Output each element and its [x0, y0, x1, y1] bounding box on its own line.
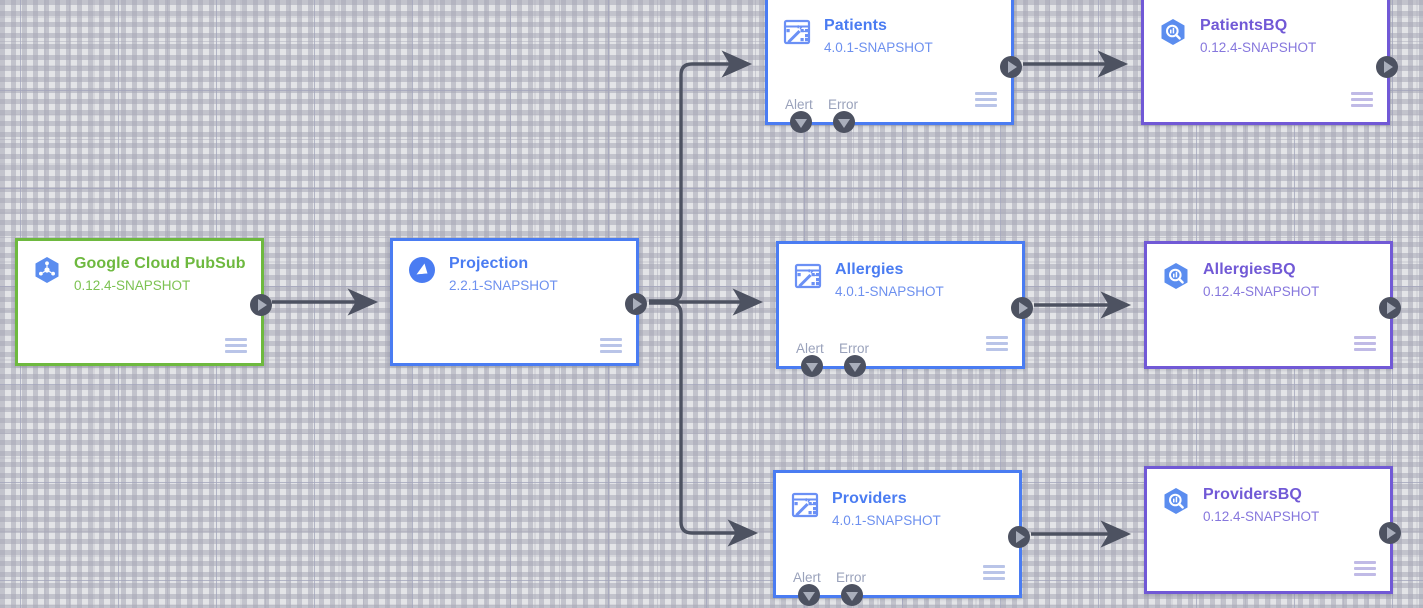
node-text: Patients 4.0.1-SNAPSHOT — [824, 16, 933, 57]
error-port[interactable] — [844, 355, 866, 377]
output-port[interactable] — [1379, 297, 1401, 319]
node-version: 2.2.1-SNAPSHOT — [449, 278, 558, 293]
error-port[interactable] — [833, 111, 855, 133]
node-header: Projection 2.2.1-SNAPSHOT — [393, 241, 636, 295]
node-menu-button[interactable] — [600, 338, 622, 354]
error-port-label: Error — [828, 97, 858, 112]
output-port[interactable] — [1379, 522, 1401, 544]
output-port[interactable] — [1000, 56, 1022, 78]
node-header: Patients 4.0.1-SNAPSHOT — [768, 0, 1011, 57]
wrangler-magic-wand-icon — [782, 17, 812, 47]
node-menu-button[interactable] — [975, 92, 997, 108]
node-text: PatientsBQ 0.12.4-SNAPSHOT — [1200, 16, 1316, 57]
node-title: Patients — [824, 17, 888, 34]
node-patientsbq[interactable]: PatientsBQ 0.12.4-SNAPSHOT — [1141, 0, 1398, 125]
output-port[interactable] — [625, 293, 647, 315]
pubsub-hexagon-icon — [32, 255, 62, 285]
node-title: Google Cloud PubSub — [74, 255, 246, 272]
alert-port[interactable] — [790, 111, 812, 133]
node-title: PatientsBQ — [1200, 17, 1288, 34]
node-header: PatientsBQ 0.12.4-SNAPSHOT — [1144, 0, 1387, 57]
node-header: Providers 4.0.1-SNAPSHOT — [776, 473, 1019, 530]
node-header: AllergiesBQ 0.12.4-SNAPSHOT — [1147, 244, 1390, 301]
node-menu-button[interactable] — [1354, 336, 1376, 352]
node-title: AllergiesBQ — [1203, 261, 1296, 278]
node-version: 4.0.1-SNAPSHOT — [824, 40, 933, 55]
error-port-label: Error — [839, 341, 869, 356]
projection-circle-icon — [407, 255, 437, 285]
node-menu-button[interactable] — [1354, 561, 1376, 577]
node-text: Google Cloud PubSub 0.12.4-SNAPSHOT — [74, 254, 246, 295]
output-port[interactable] — [1008, 526, 1030, 548]
edge-projection-to-patients — [649, 50, 753, 303]
node-menu-button[interactable] — [983, 565, 1005, 581]
wrangler-magic-wand-icon — [790, 490, 820, 520]
node-header: ProvidersBQ 0.12.4-SNAPSHOT — [1147, 469, 1390, 526]
node-version: 0.12.4-SNAPSHOT — [1200, 40, 1317, 55]
node-title: Providers — [832, 490, 907, 507]
node-text: Providers 4.0.1-SNAPSHOT — [832, 489, 941, 530]
error-port[interactable] — [841, 584, 863, 606]
node-header: Google Cloud PubSub 0.12.4-SNAPSHOT — [18, 241, 261, 295]
node-version: 0.12.4-SNAPSHOT — [74, 278, 191, 293]
node-menu-button[interactable] — [1351, 92, 1373, 108]
node-version: 0.12.4-SNAPSHOT — [1203, 509, 1320, 524]
alert-port[interactable] — [798, 584, 820, 606]
node-providersbq[interactable]: ProvidersBQ 0.12.4-SNAPSHOT — [1144, 466, 1401, 594]
node-version: 0.12.4-SNAPSHOT — [1203, 284, 1320, 299]
node-text: ProvidersBQ 0.12.4-SNAPSHOT — [1203, 485, 1319, 526]
alert-port-label: Alert — [785, 97, 813, 112]
node-version: 4.0.1-SNAPSHOT — [835, 284, 944, 299]
node-providers[interactable]: Providers 4.0.1-SNAPSHOT Alert Error — [773, 470, 1030, 606]
output-port[interactable] — [250, 294, 272, 316]
node-projection[interactable]: Projection 2.2.1-SNAPSHOT — [390, 238, 647, 366]
bigquery-hexagon-icon — [1158, 17, 1188, 47]
alert-port-label: Alert — [793, 570, 821, 585]
bigquery-hexagon-icon — [1161, 486, 1191, 516]
node-version: 4.0.1-SNAPSHOT — [832, 513, 941, 528]
bigquery-hexagon-icon — [1161, 261, 1191, 291]
wrangler-magic-wand-icon — [793, 261, 823, 291]
node-header: Allergies 4.0.1-SNAPSHOT — [779, 244, 1022, 301]
node-allergies[interactable]: Allergies 4.0.1-SNAPSHOT Alert Error — [776, 241, 1033, 377]
alert-port-label: Alert — [796, 341, 824, 356]
node-allergiesbq[interactable]: AllergiesBQ 0.12.4-SNAPSHOT — [1144, 241, 1401, 369]
node-text: Allergies 4.0.1-SNAPSHOT — [835, 260, 944, 301]
node-title: Projection — [449, 255, 529, 272]
node-menu-button[interactable] — [986, 336, 1008, 352]
node-text: AllergiesBQ 0.12.4-SNAPSHOT — [1203, 260, 1319, 301]
node-google-cloud-pubsub[interactable]: Google Cloud PubSub 0.12.4-SNAPSHOT — [15, 238, 272, 366]
node-patients[interactable]: Patients 4.0.1-SNAPSHOT Alert Error — [765, 0, 1022, 133]
node-title: ProvidersBQ — [1203, 486, 1302, 503]
output-port[interactable] — [1011, 297, 1033, 319]
error-port-label: Error — [836, 570, 866, 585]
edge-projection-to-providers — [649, 301, 759, 547]
node-title: Allergies — [835, 261, 904, 278]
node-text: Projection 2.2.1-SNAPSHOT — [449, 254, 558, 295]
alert-port[interactable] — [801, 355, 823, 377]
node-menu-button[interactable] — [225, 338, 247, 354]
output-port[interactable] — [1376, 56, 1398, 78]
